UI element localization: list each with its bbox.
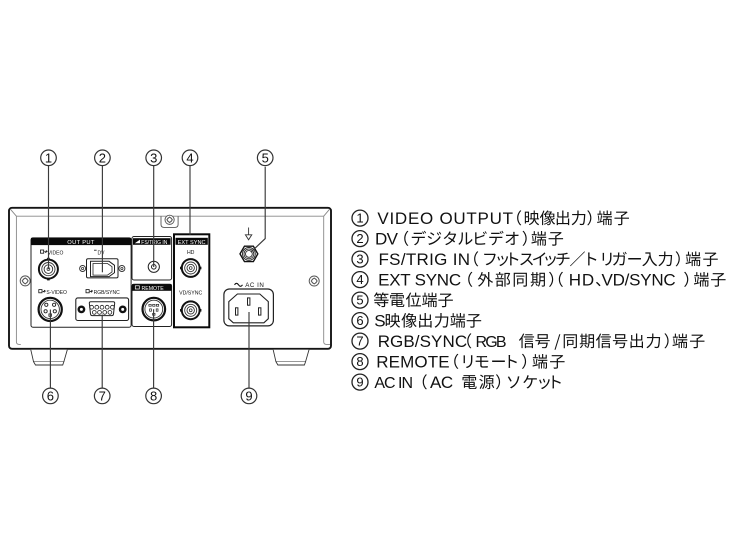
svg-text:8: 8 (356, 354, 363, 369)
svg-text:DV: DV (98, 251, 106, 257)
svg-text:2: 2 (99, 150, 106, 165)
svg-text:4: 4 (356, 272, 363, 287)
svg-text:7: 7 (99, 389, 106, 404)
svg-text:REMOTE: REMOTE (376, 352, 449, 371)
svg-text:RGB: RGB (476, 334, 507, 351)
svg-text:AC IN: AC IN (374, 375, 413, 392)
svg-text:S-VIDEO: S-VIDEO (46, 290, 67, 296)
svg-text:EXT SYNC: EXT SYNC (178, 240, 206, 246)
svg-text:1: 1 (45, 150, 52, 165)
svg-text:9: 9 (245, 389, 252, 404)
svg-text:1: 1 (356, 211, 363, 226)
svg-text:2: 2 (356, 231, 363, 246)
svg-text:FS/TRIG IN: FS/TRIG IN (379, 250, 471, 269)
svg-text:6: 6 (47, 389, 54, 404)
svg-text:REMOTE: REMOTE (142, 286, 165, 292)
svg-text:VD/SYNC: VD/SYNC (602, 270, 676, 289)
svg-text:4: 4 (186, 150, 193, 165)
svg-text:RGB/SYNC: RGB/SYNC (378, 332, 467, 351)
svg-text:3: 3 (150, 150, 157, 165)
svg-text:7: 7 (356, 334, 363, 349)
svg-text:8: 8 (150, 389, 157, 404)
svg-text:HD: HD (187, 250, 195, 256)
svg-text:DV: DV (375, 229, 399, 248)
svg-text:S: S (374, 311, 385, 330)
svg-text:EXT SYNC: EXT SYNC (378, 270, 461, 289)
svg-text:5: 5 (262, 150, 269, 165)
svg-text:VD/SYNC: VD/SYNC (179, 291, 202, 297)
svg-text:RGB/SYNC: RGB/SYNC (94, 290, 121, 296)
svg-text:OUT PUT: OUT PUT (67, 240, 95, 246)
svg-text:9: 9 (356, 375, 363, 390)
svg-text:VIDEO OUTPUT: VIDEO OUTPUT (377, 209, 513, 228)
svg-text:FS/TRIG IN: FS/TRIG IN (141, 240, 168, 246)
svg-text:AC: AC (430, 373, 453, 392)
svg-text:AC IN: AC IN (245, 282, 264, 289)
svg-text:3: 3 (356, 252, 363, 267)
svg-text:5: 5 (356, 293, 363, 308)
svg-text:6: 6 (356, 313, 363, 328)
svg-text:VIDEO: VIDEO (48, 251, 64, 257)
svg-text:HD: HD (569, 270, 594, 289)
